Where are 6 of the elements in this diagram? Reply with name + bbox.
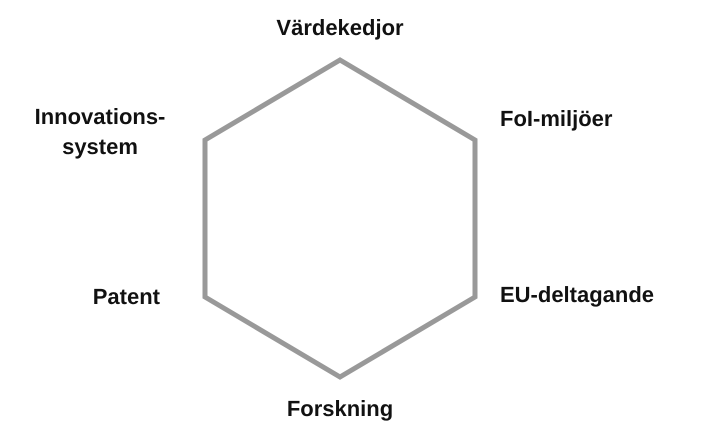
vertex-label: FoI-miljöer: [500, 105, 614, 133]
vertex-label: Värdekedjor: [275, 14, 405, 42]
vertex-label: Innovations- system: [34, 103, 166, 161]
vertex-label: Patent: [92, 283, 160, 311]
vertex-label: Forskning: [286, 395, 394, 423]
vertex-label: EU-deltagande: [500, 281, 656, 309]
